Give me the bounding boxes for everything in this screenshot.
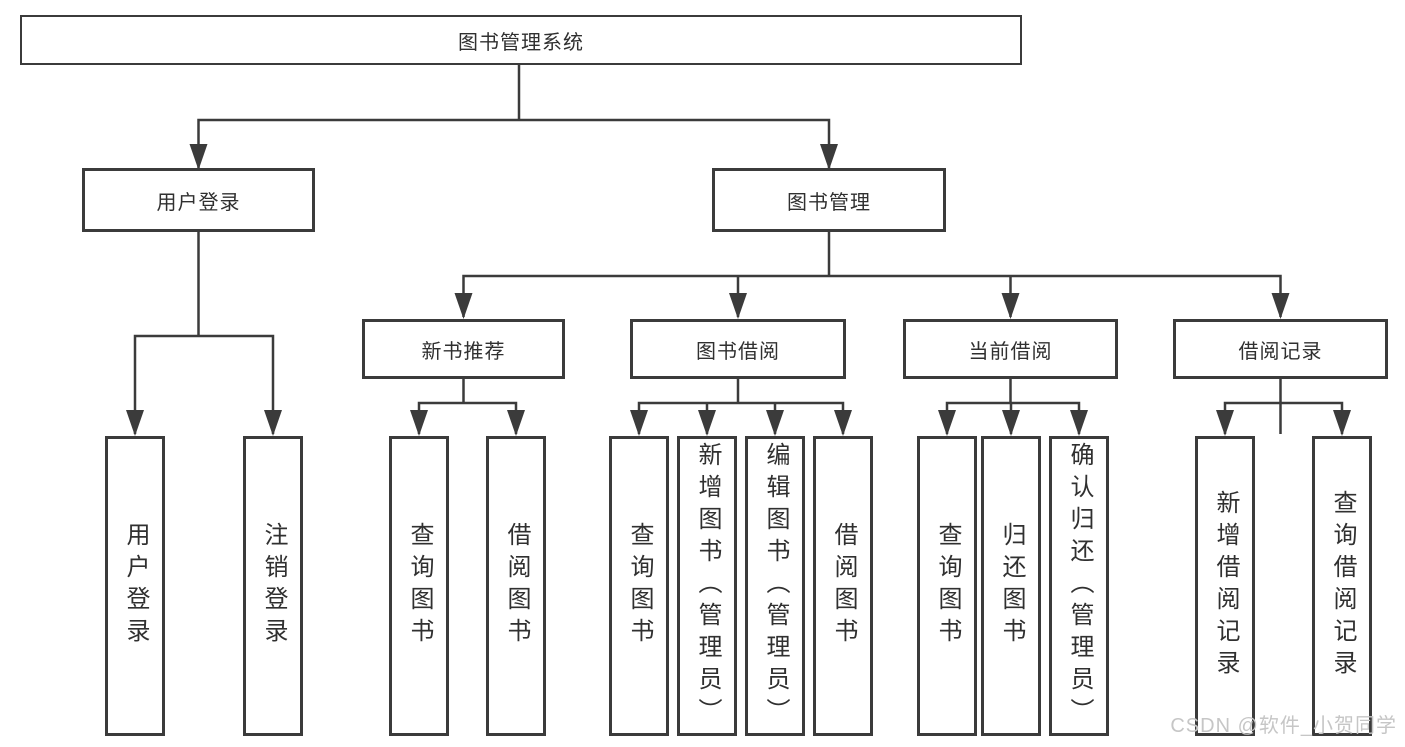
node-user-login: 用户登录 <box>82 168 315 232</box>
leaf-add-borrow-record: 新增借阅记录 <box>1195 436 1255 736</box>
arrowhead <box>454 293 473 319</box>
arrowhead <box>1271 293 1290 319</box>
arrowhead <box>698 410 716 436</box>
leaf-query-borrow-record: 查询借阅记录 <box>1312 436 1372 736</box>
node-label: 确认归还（管理员） <box>1066 442 1093 730</box>
node-borrowing-records: 借阅记录 <box>1173 319 1388 379</box>
leaf-query-books-borrow: 查询图书 <box>609 436 669 736</box>
node-label: 注销登录 <box>260 522 287 650</box>
arrowhead <box>1001 293 1020 319</box>
arrowhead <box>507 410 525 436</box>
node-label: 图书借阅 <box>696 340 780 363</box>
edge-bookmgmt-to-level3 <box>462 232 1282 317</box>
node-label: 归还图书 <box>998 522 1025 650</box>
node-label: 新增图书（管理员） <box>694 442 721 730</box>
leaf-borrow-books-recommend: 借阅图书 <box>486 436 546 736</box>
arrowhead <box>938 410 956 436</box>
node-label: 借阅图书 <box>503 522 530 650</box>
leaf-borrow-books: 借阅图书 <box>813 436 873 736</box>
node-label: 用户登录 <box>156 191 241 214</box>
node-label: 查询图书 <box>406 522 433 650</box>
arrowhead <box>1002 410 1020 436</box>
node-label: 编辑图书（管理员） <box>762 442 789 730</box>
arrowhead <box>1333 410 1351 436</box>
arrowhead <box>766 410 784 436</box>
node-label: 借阅记录 <box>1238 340 1323 363</box>
node-label: 用户登录 <box>122 522 149 650</box>
node-label: 借阅图书 <box>830 522 857 650</box>
node-new-book-recommendation: 新书推荐 <box>362 319 565 379</box>
leaf-edit-book-admin: 编辑图书（管理员） <box>745 436 805 736</box>
csdn-watermark: CSDN @软件_小贺同学 <box>1170 715 1397 737</box>
arrowhead <box>820 144 838 170</box>
edge-root-to-level2 <box>197 65 831 168</box>
node-library-management-system: 图书管理系统 <box>20 15 1022 65</box>
arrowhead <box>1070 410 1088 436</box>
node-label: 当前借阅 <box>968 340 1053 363</box>
arrowhead <box>729 293 747 319</box>
edge-borrow-to-leaves <box>637 379 845 434</box>
arrowhead <box>264 410 282 436</box>
leaf-logout: 注销登录 <box>243 436 303 736</box>
edge-recommend-to-leaves <box>417 379 518 434</box>
connector-arrowheads <box>126 144 1351 436</box>
node-current-borrowing: 当前借阅 <box>903 319 1118 379</box>
node-book-borrowing: 图书借阅 <box>630 319 846 379</box>
leaf-confirm-return-admin: 确认归还（管理员） <box>1049 436 1109 736</box>
node-label: 查询图书 <box>934 522 961 650</box>
leaf-user-login: 用户登录 <box>105 436 165 736</box>
arrowhead <box>410 410 428 436</box>
leaf-add-book-admin: 新增图书（管理员） <box>677 436 737 736</box>
node-label: 查询借阅记录 <box>1329 490 1356 682</box>
node-label: 图书管理系统 <box>458 31 584 54</box>
node-label: 查询图书 <box>626 522 653 650</box>
leaf-query-books-recommend: 查询图书 <box>389 436 449 736</box>
node-label: 新增借阅记录 <box>1212 490 1239 682</box>
arrowhead <box>126 410 144 436</box>
arrowhead <box>630 410 648 436</box>
node-label: 新书推荐 <box>421 340 506 363</box>
leaf-return-book: 归还图书 <box>981 436 1041 736</box>
node-book-management: 图书管理 <box>712 168 946 232</box>
arrowhead <box>189 144 208 170</box>
node-label: 图书管理 <box>787 191 871 214</box>
edge-userlogin-to-leaves <box>133 232 275 434</box>
leaf-query-books-current: 查询图书 <box>917 436 977 736</box>
arrowhead <box>1216 410 1234 436</box>
edge-records-to-leaves <box>1223 379 1344 434</box>
arrowhead <box>834 410 852 436</box>
